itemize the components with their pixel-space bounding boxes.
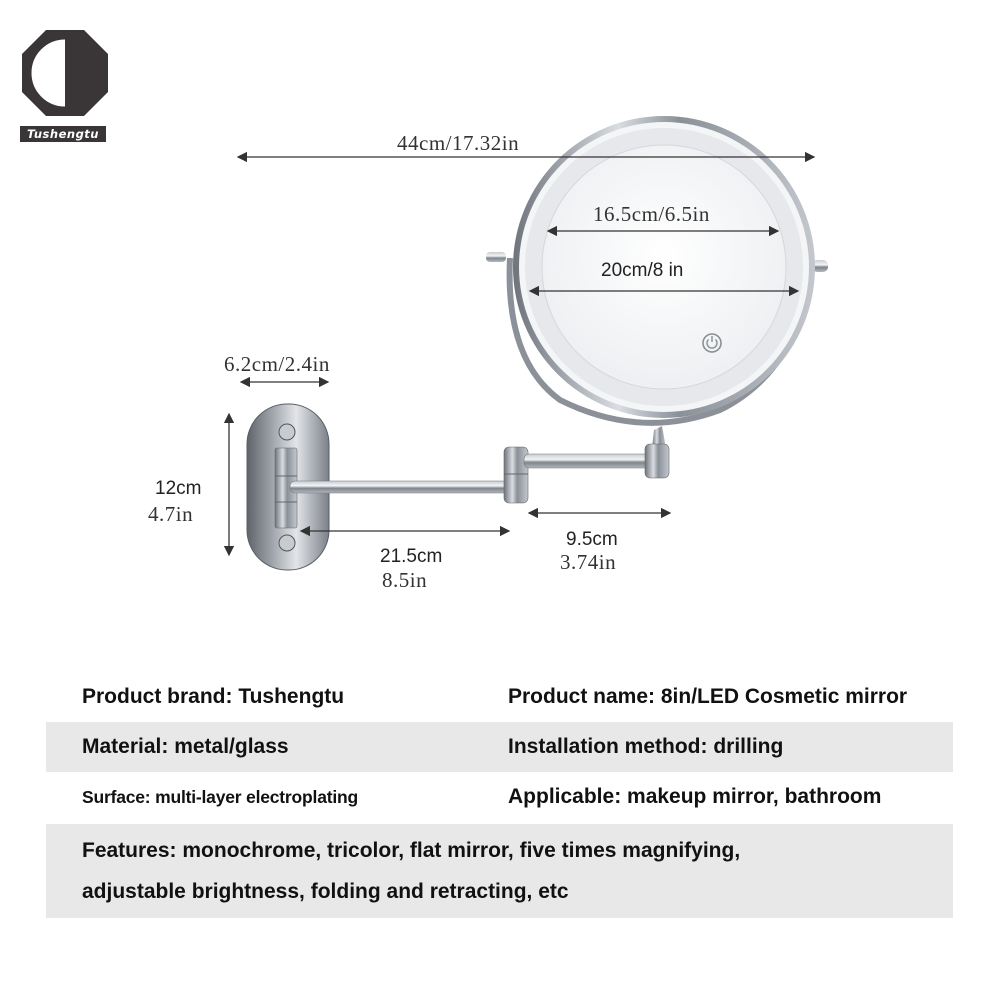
overall-width-label: 44cm/17.32in <box>397 131 520 155</box>
arm2-length-in-label: 3.74in <box>560 550 617 574</box>
arm2-length-cm-label: 9.5cm <box>566 529 618 550</box>
spec-brand: Product brand: Tushengtu <box>82 685 345 708</box>
arm1-length-cm-label: 21.5cm <box>380 546 443 567</box>
power-icon <box>702 333 722 353</box>
spec-features: Features: monochrome, tricolor, flat mir… <box>46 824 953 918</box>
spec-installation: Installation method: drilling <box>508 735 784 758</box>
spec-product-name: Product name: 8in/LED Cosmetic mirror <box>508 685 908 708</box>
spec-table: Product brand: Tushengtu Product name: 8… <box>46 672 953 918</box>
mirror-outer-diameter-label: 20cm/8 in <box>601 260 684 281</box>
base-width-label: 6.2cm/2.4in <box>224 352 330 376</box>
spec-material: Material: metal/glass <box>82 735 289 758</box>
base-height-cm-label: 12cm <box>155 478 202 499</box>
product-illustration <box>223 116 828 571</box>
mirror-inner-diameter-label: 16.5cm/6.5in <box>593 202 710 226</box>
spec-row: Product brand: Tushengtu Product name: 8… <box>46 672 953 722</box>
spec-row: Material: metal/glass Installation metho… <box>46 722 953 772</box>
spec-applicable: Applicable: makeup mirror, bathroom <box>508 785 882 808</box>
spec-surface: Surface: multi-layer electroplating <box>82 786 358 807</box>
arm1-length-in-label: 8.5in <box>382 568 428 592</box>
features-line-2: adjustable brightness, folding and retra… <box>82 880 569 903</box>
spec-row: Surface: multi-layer electroplating Appl… <box>46 772 953 822</box>
base-height-in-label: 4.7in <box>148 502 194 526</box>
brand-logo <box>18 26 108 146</box>
brand-name-badge: Tushengtu <box>20 126 106 142</box>
half-moon-octagon-icon <box>22 30 108 116</box>
features-line-1: Features: monochrome, tricolor, flat mir… <box>82 839 741 862</box>
